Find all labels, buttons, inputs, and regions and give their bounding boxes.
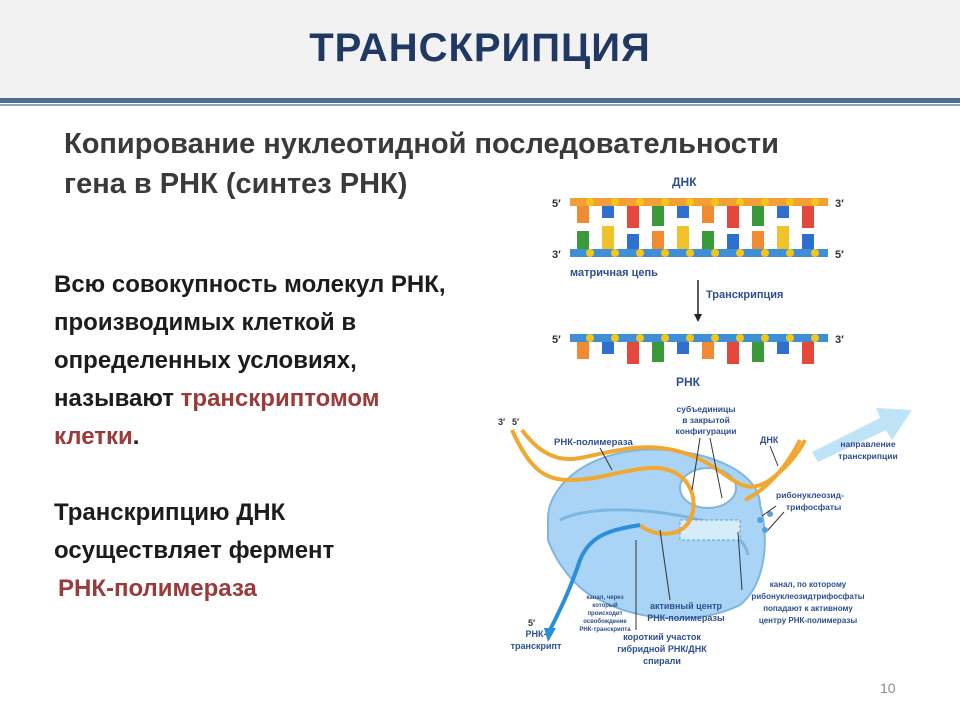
leader-subunits-b	[709, 437, 723, 499]
ntp-dots	[757, 511, 773, 533]
dna-strand-downstream	[744, 439, 802, 502]
transcript-5prime: 5′	[528, 618, 535, 628]
transcription-label: Транскрипция	[706, 289, 783, 301]
polymerase-illustration: 3′ 5′ 5′ РНК-полимераза субъединицы в за…	[498, 404, 912, 666]
label-subunits-2: в закрытой	[682, 415, 730, 425]
label-exit-1: канал, через	[586, 595, 623, 601]
label-ntp-2: трифосфаты	[786, 502, 841, 512]
rna-transcript-strand	[548, 523, 641, 631]
direction-arrow	[812, 408, 912, 462]
dna-bottom-3prime: 3′	[552, 249, 561, 261]
label-transcript-2: транскрипт	[511, 641, 562, 651]
label-ntp-channel: канал, по которому рибонуклеозидтрифосфа…	[751, 580, 864, 625]
label-exit-4: освобождение	[583, 618, 627, 625]
dna-bottom-5prime: 5′	[835, 249, 844, 261]
label-direction-2: транскрипции	[838, 451, 897, 461]
label-subunits-1: субъединицы	[677, 404, 736, 414]
dna-schematic: ДНК 5′ 3′ 3′ 5′ матр	[552, 175, 844, 389]
transcriptome-highlight: транскриптомом клетки	[54, 385, 380, 450]
dna-label: ДНК	[672, 175, 697, 189]
slide-title: ТРАНСКРИПЦИЯ	[309, 26, 651, 70]
label-dna: ДНК	[760, 435, 779, 445]
rna-3prime: 3′	[835, 334, 844, 346]
rna-phosphates	[586, 334, 819, 342]
subtitle-line-1: Копирование нуклеотидной последовательно…	[64, 128, 779, 160]
rna-5prime: 5′	[552, 334, 561, 346]
rna-backbone	[570, 334, 828, 342]
rna-bases	[577, 342, 814, 364]
label-ntp-1: рибонуклеозид-	[776, 490, 844, 500]
paragraph-enzyme: Транскрипцию ДНК осуществляет фермент РН…	[54, 494, 434, 608]
leader-active-center	[659, 529, 671, 601]
label-channel-2: рибонуклеозидтрифосфаты	[751, 592, 864, 601]
label-active-center-1: активный центр	[650, 601, 723, 611]
label-subunits-3: конфигурации	[676, 426, 737, 436]
leader-subunits-a	[691, 437, 701, 491]
subtitle-line-2: гена в РНК (синтез РНК)	[64, 168, 408, 200]
transcription-arrow-head	[694, 314, 702, 322]
poly-3prime: 3′	[498, 417, 505, 427]
label-channel-1: канал, по которому	[770, 580, 847, 589]
dna-phosphates	[586, 198, 819, 257]
title-divider-thin	[0, 104, 960, 106]
label-active-center-2: РНК-полимеразы	[647, 613, 725, 623]
rna-label: РНК	[676, 375, 701, 389]
dna-base-pairs	[577, 206, 814, 249]
leader-ntp-a	[761, 505, 777, 517]
template-strand-label: матричная цепь	[570, 267, 658, 279]
paragraph-transcriptome: Всю совокупность молекул РНК, производим…	[54, 266, 464, 456]
label-exit-2: который	[592, 602, 618, 609]
dna-top-backbone	[570, 198, 828, 206]
dna-bottom-backbone	[570, 249, 828, 257]
label-exit-channel: канал, через который происходит освобожд…	[579, 595, 631, 633]
paragraph-text: Всю совокупность молекул РНК, производим…	[54, 271, 446, 412]
dna-top-3prime: 3′	[835, 198, 844, 210]
dna-top-5prime: 5′	[552, 198, 561, 210]
slide-subtitle: Копирование нуклеотидной последовательно…	[64, 124, 884, 204]
label-direction-1: направление	[840, 439, 895, 449]
enzyme-highlight: РНК-полимераза	[58, 575, 257, 602]
dna-strand-template	[510, 429, 696, 536]
label-rna-polymerase: РНК-полимераза	[554, 437, 633, 448]
page-number: 10	[880, 680, 896, 696]
title-divider	[0, 98, 960, 103]
label-hybrid-2: гибридной РНК/ДНК	[617, 644, 707, 654]
title-band	[0, 0, 960, 98]
leader-ntp-b	[767, 511, 785, 531]
poly-5prime: 5′	[512, 417, 519, 427]
leader-polymerase	[599, 447, 613, 471]
paragraph-end: .	[132, 423, 140, 450]
label-hybrid-1: короткий участок	[623, 632, 701, 642]
leader-ntp-channel	[737, 531, 743, 591]
label-transcript-1: РНК-	[526, 629, 547, 639]
label-exit-3: происходит	[587, 611, 622, 617]
rna-exit-arrowhead	[544, 628, 556, 642]
leader-dna	[769, 445, 779, 467]
label-hybrid-3: спирали	[643, 656, 681, 666]
paragraph-text: Транскрипцию ДНК осуществляет фермент	[54, 499, 335, 564]
label-channel-3: попадают к активному	[763, 604, 853, 613]
label-channel-4: центру РНК-полимеразы	[759, 616, 858, 625]
label-exit-5: РНК-транскрипта	[579, 627, 631, 633]
